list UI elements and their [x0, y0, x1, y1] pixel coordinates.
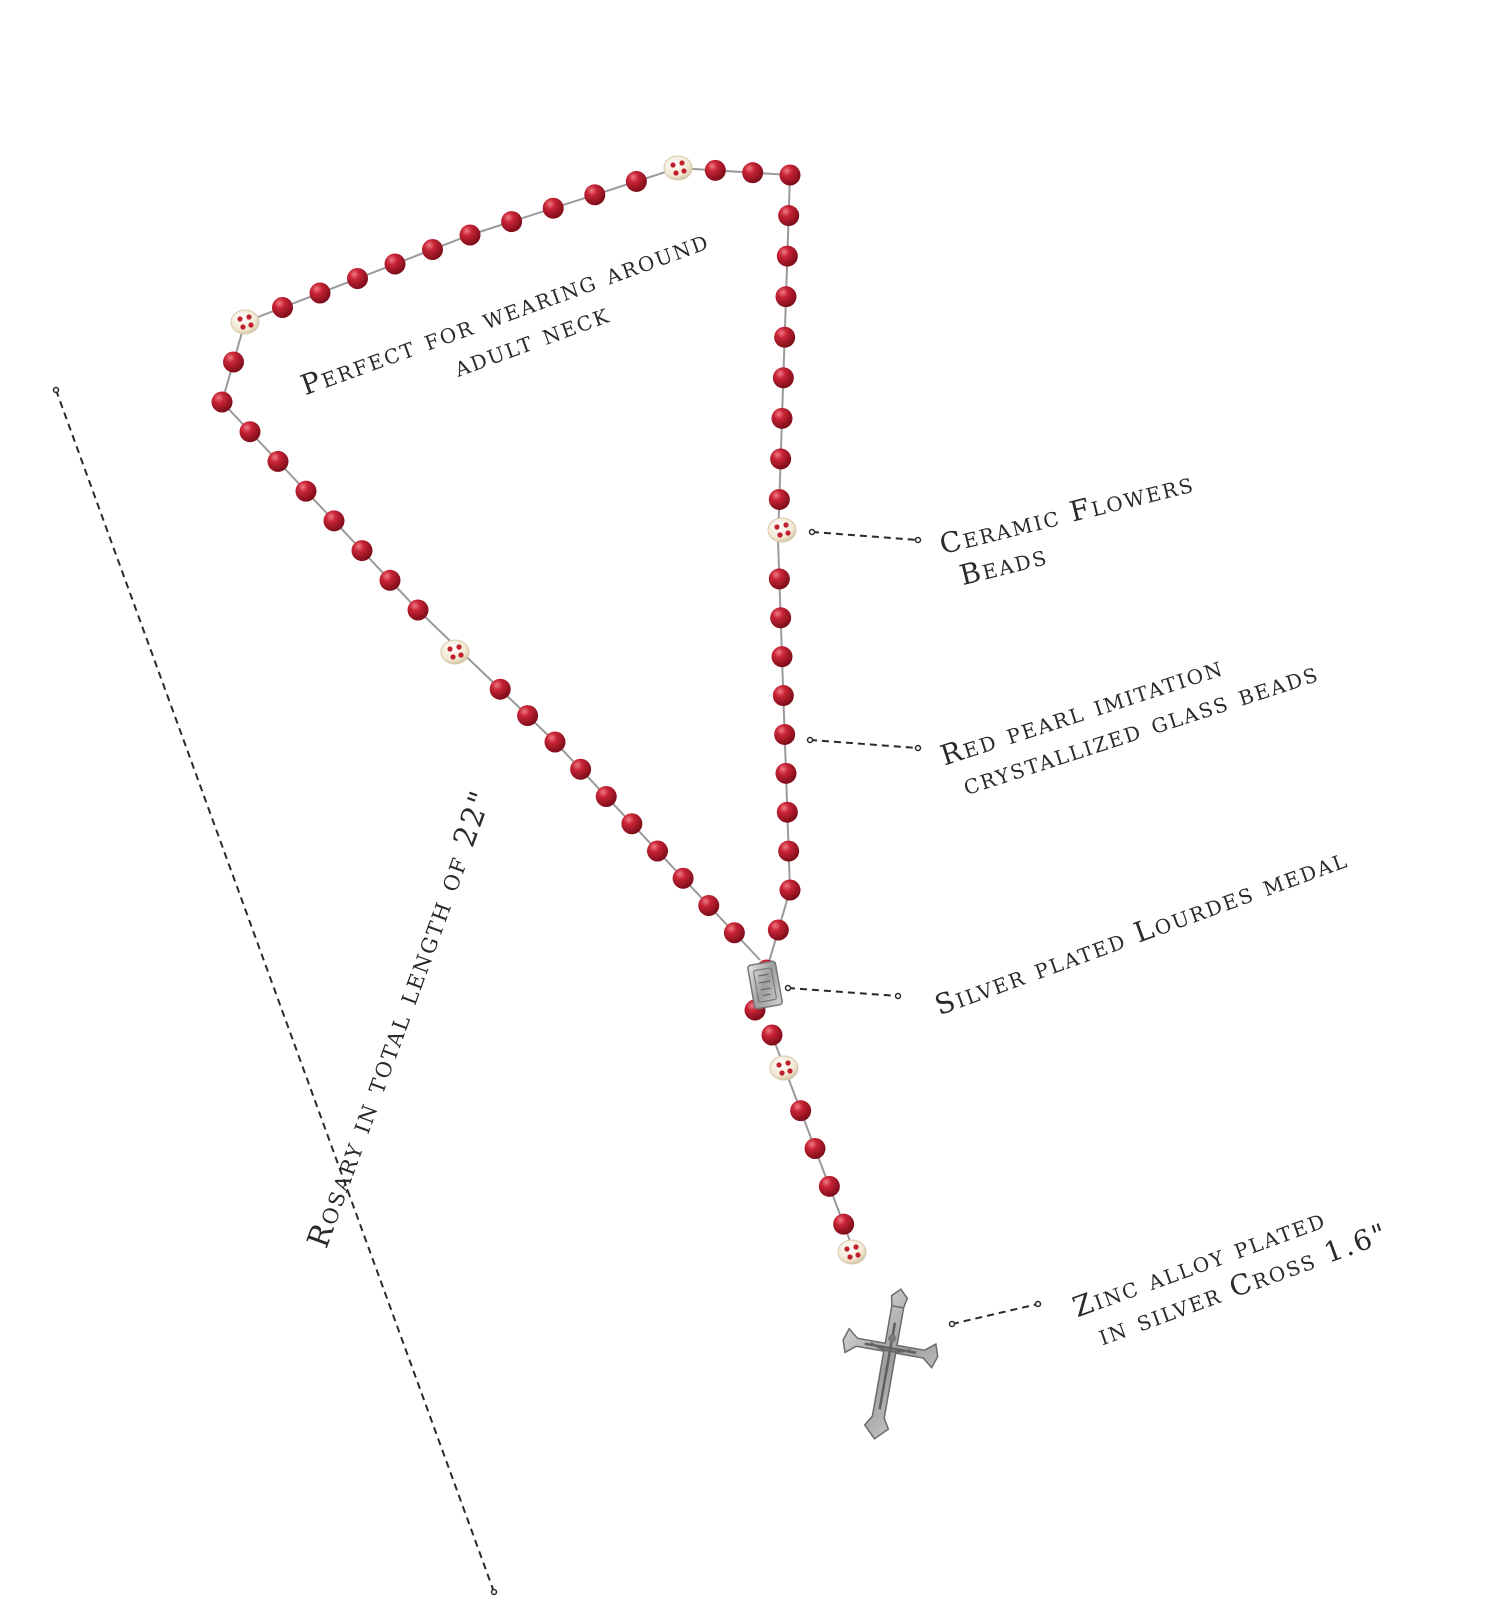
- red-glass-bead: [595, 786, 617, 807]
- ceramic-flower-bead: [769, 1055, 799, 1081]
- red-glass-bead: [772, 685, 794, 707]
- pointer-line-medal: [787, 987, 899, 997]
- pointer-end-medal-a: [784, 984, 792, 992]
- red-glass-bead: [347, 268, 368, 289]
- red-glass-bead: [621, 813, 643, 835]
- pointer-line-glass: [809, 739, 919, 749]
- red-glass-bead: [570, 758, 592, 780]
- red-glass-bead: [761, 1024, 783, 1046]
- red-glass-bead: [267, 450, 289, 472]
- red-glass-bead: [379, 569, 401, 591]
- red-glass-bead: [239, 421, 261, 443]
- red-glass-bead: [742, 162, 764, 184]
- red-glass-bead: [779, 879, 801, 901]
- pointer-end-ceramic-a: [808, 528, 816, 536]
- red-glass-bead: [211, 391, 233, 413]
- red-glass-bead: [489, 678, 511, 700]
- red-glass-bead: [804, 1138, 826, 1159]
- ceramic-flower-bead: [663, 155, 693, 181]
- length-dimension-line: [55, 389, 495, 1593]
- red-glass-bead: [501, 211, 523, 233]
- red-glass-bead: [272, 297, 293, 318]
- red-glass-bead: [767, 919, 789, 941]
- red-glass-bead: [770, 448, 792, 470]
- red-glass-bead: [768, 488, 790, 510]
- red-glass-bead: [584, 184, 606, 206]
- red-glass-bead: [459, 224, 481, 246]
- red-glass-bead: [544, 731, 566, 753]
- red-glass-bead: [776, 801, 798, 823]
- ceramic-flower-bead: [837, 1239, 867, 1265]
- red-glass-bead: [768, 568, 790, 590]
- red-glass-bead: [517, 705, 539, 727]
- pointer-line-ceramic: [811, 531, 919, 541]
- red-glass-bead: [818, 1175, 840, 1197]
- ceramic-flower-bead: [440, 639, 470, 665]
- red-glass-bead: [309, 282, 331, 304]
- red-glass-bead: [542, 197, 564, 219]
- red-glass-bead: [704, 159, 726, 181]
- red-glass-bead: [384, 253, 406, 275]
- red-glass-bead: [771, 407, 793, 429]
- red-glass-bead: [625, 170, 647, 192]
- red-glass-bead: [407, 599, 429, 621]
- red-glass-bead: [790, 1100, 812, 1122]
- pointer-end-glass-a: [806, 736, 814, 744]
- pointer-end-medal-b: [894, 992, 902, 1000]
- pointer-end-cross-b: [1034, 1300, 1042, 1308]
- pointer-line-cross: [951, 1303, 1039, 1325]
- red-glass-bead: [770, 607, 792, 629]
- red-glass-bead: [698, 895, 720, 916]
- rosary-beads: [211, 155, 867, 1265]
- red-glass-bead: [223, 351, 244, 373]
- red-glass-bead: [778, 840, 800, 862]
- red-glass-bead: [776, 245, 798, 267]
- ceramic-flower-bead: [230, 309, 260, 335]
- pointer-lines: [55, 389, 1039, 1593]
- red-glass-bead: [647, 840, 668, 862]
- red-glass-bead: [323, 510, 345, 532]
- red-glass-bead: [779, 164, 801, 186]
- crucifix-cross: [842, 1288, 939, 1440]
- length-end-top: [52, 386, 60, 394]
- red-glass-bead: [422, 239, 443, 260]
- red-glass-bead: [775, 762, 797, 784]
- ceramic-flower-bead: [767, 517, 797, 543]
- red-glass-bead: [774, 723, 796, 745]
- pointer-end-glass-b: [914, 744, 922, 752]
- red-glass-bead: [672, 867, 694, 889]
- lourdes-medal: [747, 960, 783, 1010]
- length-end-bottom: [490, 1588, 498, 1596]
- red-glass-bead: [351, 540, 373, 562]
- red-glass-bead: [771, 646, 793, 668]
- red-glass-bead: [833, 1213, 855, 1235]
- pointer-end-cross-a: [948, 1320, 956, 1328]
- red-glass-bead: [772, 367, 794, 389]
- pointer-end-ceramic-b: [914, 536, 922, 544]
- red-glass-bead: [775, 286, 797, 308]
- red-glass-bead: [778, 205, 800, 227]
- red-glass-bead: [295, 480, 317, 502]
- red-glass-bead: [774, 326, 796, 348]
- red-glass-bead: [723, 922, 745, 944]
